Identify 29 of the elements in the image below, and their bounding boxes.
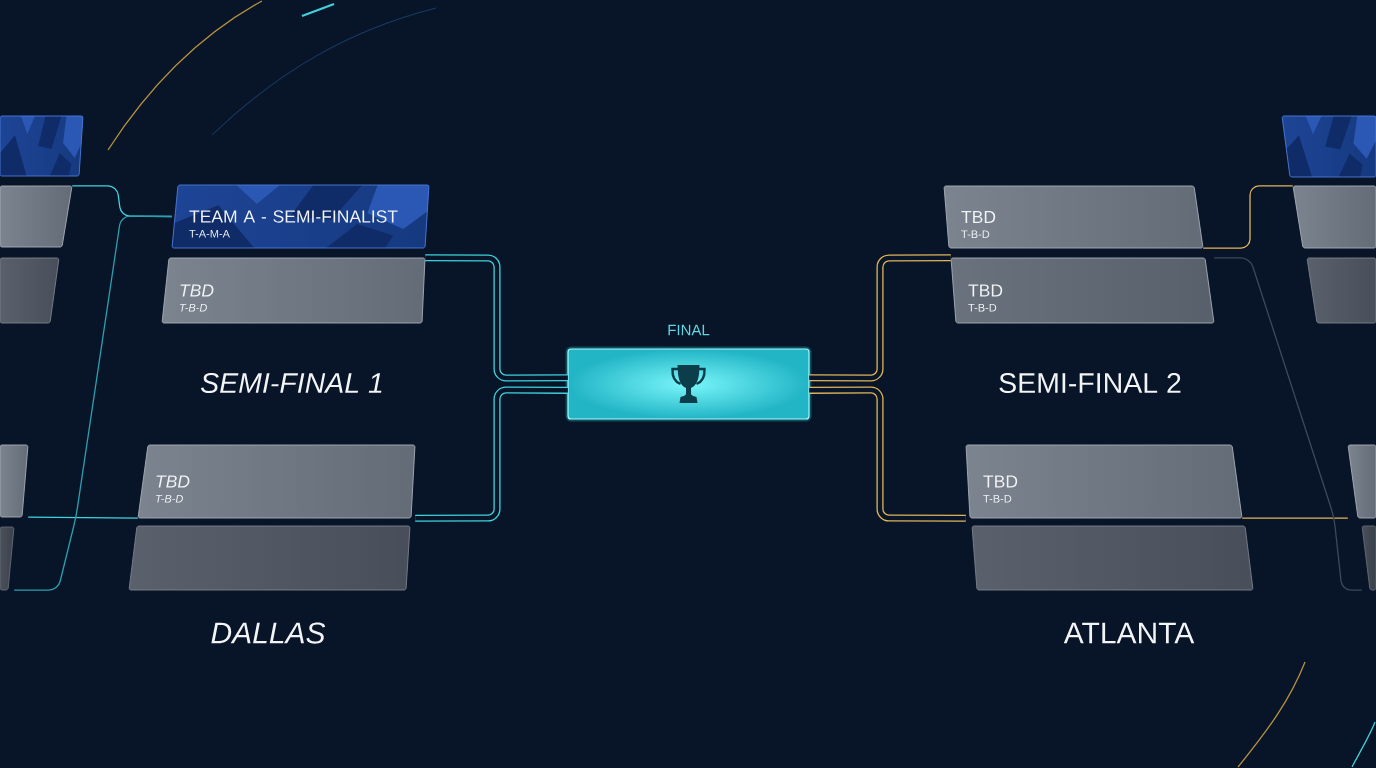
- empty-card: [0, 185, 73, 248]
- empty-card: [0, 257, 60, 324]
- bracket-line: [425, 254, 568, 382]
- heading: FINAL: [668, 324, 710, 336]
- city-label: DALLAS: [211, 622, 326, 644]
- bracket-line: [809, 386, 966, 522]
- team-card: TBD T-B-D: [161, 257, 426, 324]
- empty-card: [1306, 257, 1376, 324]
- bracket-line: [1213, 257, 1363, 591]
- bracket-line: [13, 215, 173, 591]
- bracket-line: [1202, 185, 1294, 249]
- empty-card: [0, 115, 84, 177]
- team-card: TBD T-B-D: [943, 185, 1204, 249]
- city-label: ATLANTA: [1063, 622, 1195, 644]
- team-card: TBD T-B-D: [137, 444, 416, 519]
- empty-card: [1292, 185, 1376, 249]
- team-card: TEAM A - SEMI-FINALIST T-A-M-A: [171, 184, 430, 249]
- empty-card: [971, 525, 1254, 591]
- bracket-line: [809, 254, 951, 382]
- empty-card: [128, 525, 411, 591]
- bracket-line: [27, 516, 139, 519]
- round-label: SEMI-FINAL 2: [999, 372, 1181, 394]
- team-card: TBD T-B-D: [950, 257, 1215, 324]
- bracket-line: [415, 386, 568, 522]
- bracket-line: [1241, 517, 1349, 519]
- team-card: TBD T-B-D: [965, 444, 1243, 519]
- empty-card: [0, 444, 29, 518]
- round-label: SEMI-FINAL 1: [200, 372, 382, 394]
- empty-card: [1281, 115, 1376, 178]
